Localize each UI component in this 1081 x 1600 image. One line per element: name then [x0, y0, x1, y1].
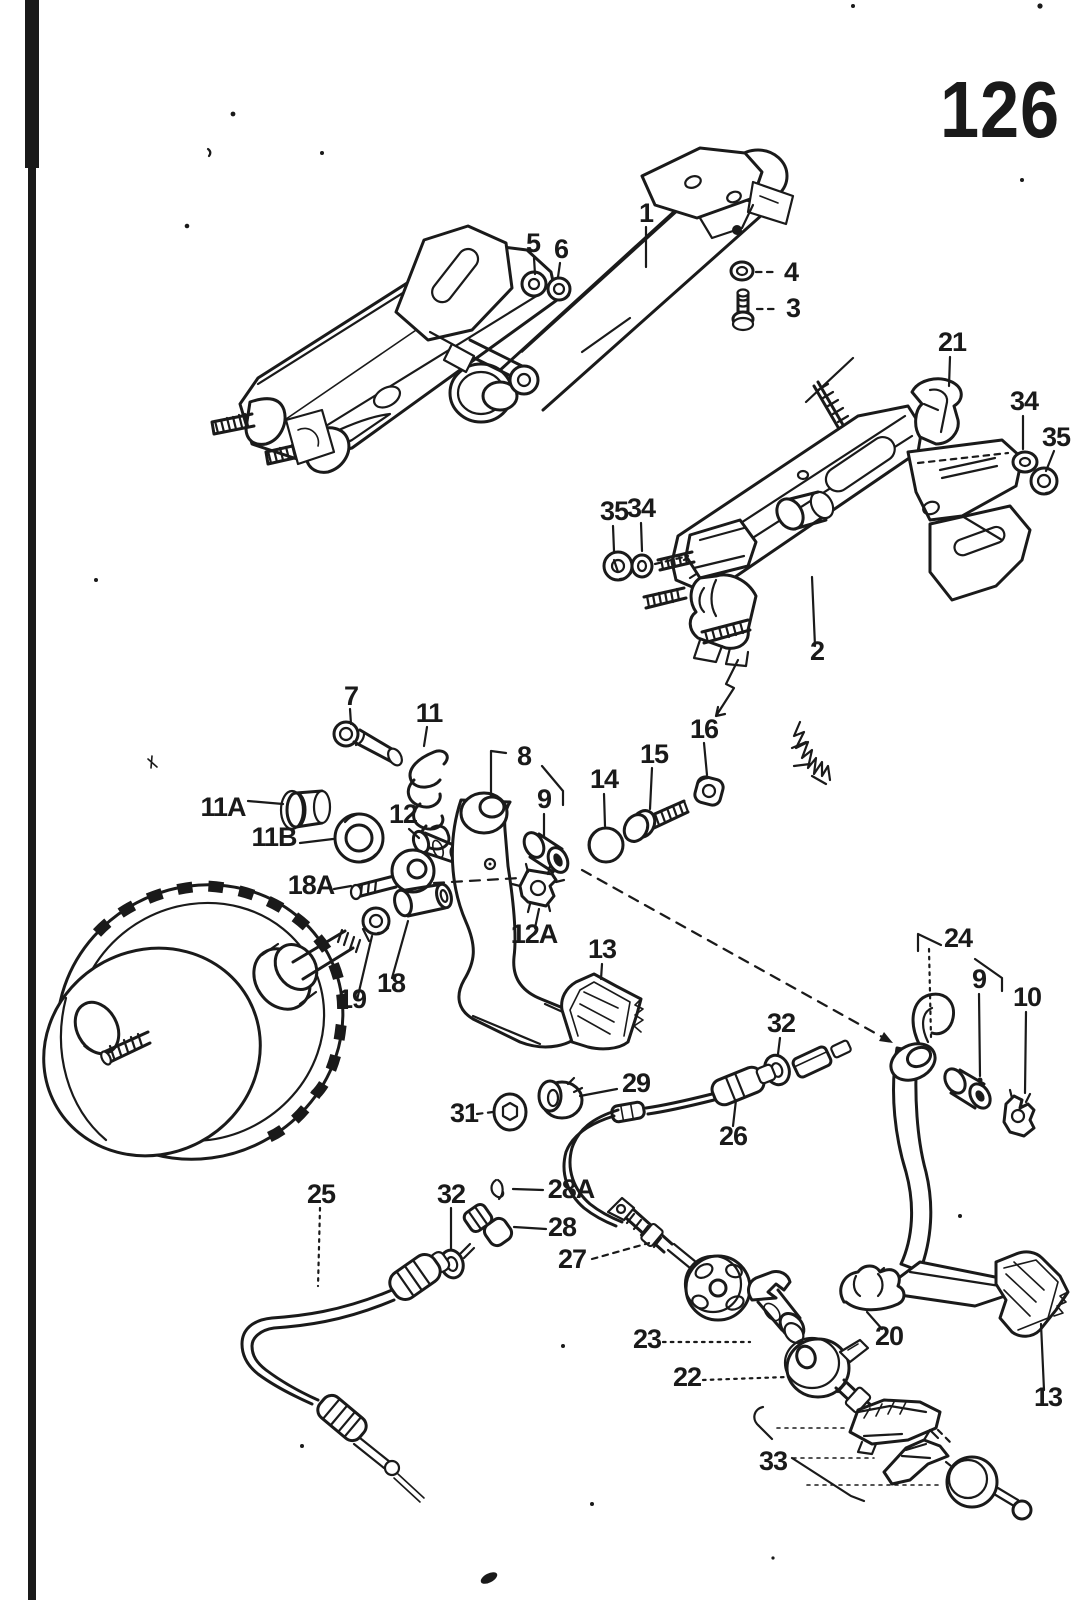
- part-label-13-right: 13: [1034, 1382, 1063, 1412]
- part-label-18: 18: [377, 968, 406, 998]
- bushing-sleeve-9-upper: [522, 831, 570, 874]
- part-label-13-left: 13: [588, 934, 617, 964]
- alignment-dashes: [432, 868, 895, 1045]
- assembly-upper-bracket: [210, 146, 795, 474]
- locknut-19: [361, 906, 391, 936]
- plate-22: [783, 1336, 892, 1440]
- part-label-11: 11: [416, 698, 444, 728]
- part-label-14: 14: [590, 764, 619, 794]
- leader-lines: [246, 225, 1056, 1503]
- part-label-23: 23: [633, 1324, 662, 1354]
- part-label-11b: 11B: [251, 822, 297, 852]
- part-label-7: 7: [344, 681, 358, 711]
- part-labels: 1 5 6 4 3 21 34 35 35 34 2 7 11 8 9 14 1…: [200, 198, 1072, 1476]
- part-label-1: 1: [639, 198, 654, 228]
- pushrod-eye-18a: [349, 848, 436, 901]
- brake-booster: [42, 880, 371, 1161]
- pivot-bolt-7: [332, 720, 403, 767]
- part-label-35-right: 35: [1042, 422, 1071, 452]
- scan-noise: [94, 3, 1043, 1584]
- part-label-15: 15: [640, 739, 669, 769]
- part-label-16: 16: [690, 714, 719, 744]
- part-label-5: 5: [526, 228, 541, 258]
- part-label-12a: 12A: [511, 919, 558, 949]
- part-label-18a: 18A: [288, 870, 335, 900]
- part-label-4: 4: [784, 257, 799, 287]
- bushing-11a: [279, 789, 332, 831]
- part-label-9-lower: 9: [972, 964, 987, 994]
- part-label-34-left: 34: [627, 493, 656, 523]
- part-label-6: 6: [554, 234, 569, 264]
- clip-12a: [510, 862, 566, 914]
- part-label-21: 21: [938, 327, 967, 357]
- accelerator-cable: [240, 1178, 514, 1503]
- part-label-34-right: 34: [1010, 386, 1039, 416]
- bolt-15: [622, 799, 690, 843]
- scan-artifact-left-bar: [25, 0, 39, 1600]
- pedal-pad-13-left: [560, 972, 644, 1051]
- part-label-25: 25: [307, 1179, 336, 1209]
- part-label-22: 22: [673, 1362, 701, 1392]
- grommet-31: [492, 1092, 528, 1132]
- part-label-26: 26: [719, 1121, 748, 1151]
- part-label-9-upper: 9: [537, 784, 552, 814]
- bushing-sleeve-9-lower: [943, 1067, 992, 1110]
- part-label-32-left: 32: [437, 1179, 465, 1209]
- part-label-11a: 11A: [200, 792, 246, 822]
- brake-pedal: [872, 992, 1012, 1308]
- part-label-29: 29: [622, 1068, 651, 1098]
- clutch-pedal: [450, 791, 587, 1049]
- cable-rod-27: [606, 1196, 698, 1270]
- pedal-pad-13-right: [994, 1250, 1070, 1338]
- part-label-28: 28: [548, 1212, 577, 1242]
- part-label-33: 33: [759, 1446, 788, 1476]
- stray-pen-mark: [714, 658, 832, 786]
- bushing-ring-11b: [333, 812, 385, 864]
- part-label-32-right: 32: [767, 1008, 795, 1038]
- part-label-3: 3: [786, 293, 801, 323]
- clip-20: [839, 1264, 906, 1312]
- part-label-12: 12: [389, 799, 417, 829]
- part-label-35-left: 35: [600, 496, 629, 526]
- spool-23: [747, 1270, 806, 1344]
- part-label-2: 2: [810, 636, 824, 666]
- nut-16: [693, 775, 725, 807]
- part-label-27: 27: [558, 1244, 586, 1274]
- part-label-31: 31: [450, 1098, 479, 1128]
- part-label-28a: 28A: [548, 1174, 595, 1204]
- part-label-10: 10: [1013, 982, 1041, 1012]
- hardware-set-33: [848, 1398, 1033, 1521]
- clip-10: [1002, 1088, 1036, 1138]
- release-coupling: [683, 1254, 752, 1322]
- page-number: 126: [940, 65, 1060, 154]
- sleeve-18: [393, 882, 453, 918]
- part-label-20: 20: [875, 1321, 903, 1351]
- part-label-8: 8: [517, 741, 532, 771]
- assembly-lower-bracket: [580, 316, 1059, 668]
- clutch-cable: [562, 1039, 852, 1228]
- part-label-19: 19: [338, 984, 367, 1014]
- part-label-24: 24: [944, 923, 973, 953]
- grommet-29: [537, 1076, 584, 1120]
- cap-14: [587, 826, 625, 864]
